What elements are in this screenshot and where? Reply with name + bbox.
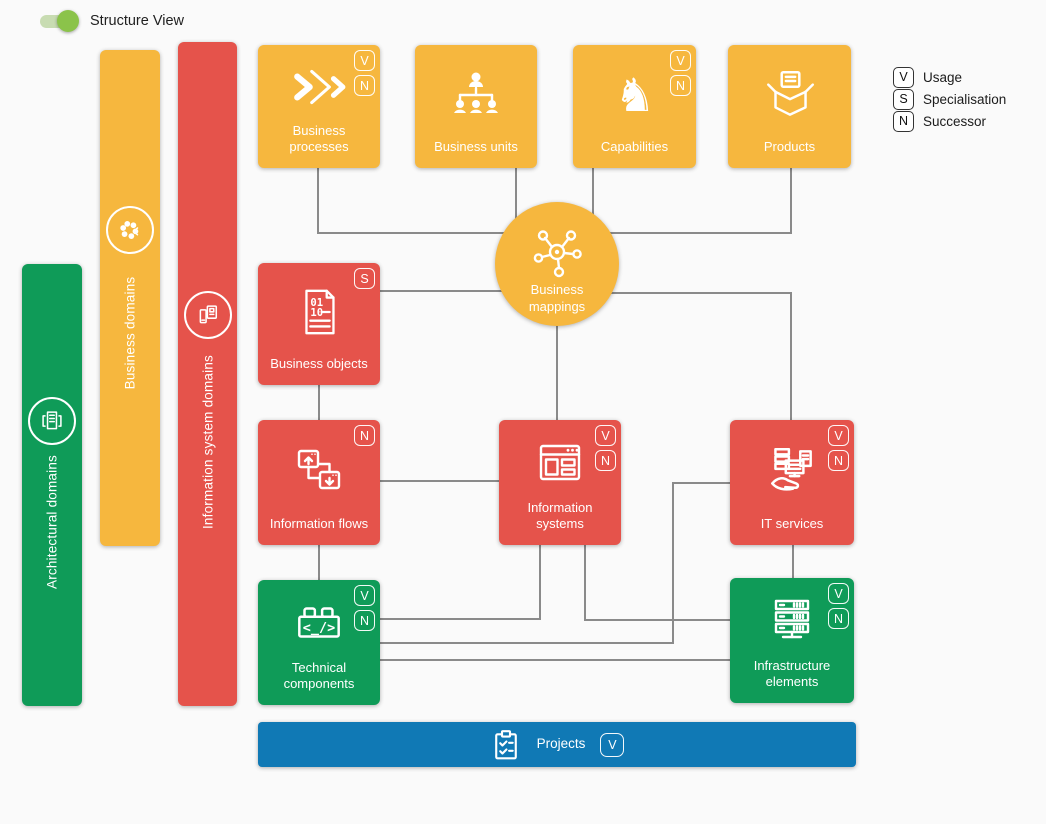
node-label: Capabilities <box>600 138 669 154</box>
badge-n: N <box>828 450 849 471</box>
connector-business_processes-to-business_mappings <box>317 167 505 234</box>
node-label: Infrastructure elements <box>753 657 831 689</box>
badge-n: N <box>828 608 849 629</box>
open-box-icon <box>761 45 819 139</box>
node-projects[interactable]: Projects V <box>258 722 856 767</box>
badge-group: N <box>354 425 375 446</box>
org-chart-icon <box>448 45 504 139</box>
legend-row-successor: N Successor <box>893 110 1006 132</box>
node-business-objects[interactable]: S 01 10 Business objects <box>258 263 380 385</box>
badge-n: N <box>354 610 375 631</box>
successor-badge-key: N <box>893 110 914 132</box>
chevrons-icon <box>290 45 348 123</box>
bar-information-system-domains[interactable]: Information system domains <box>178 42 237 706</box>
structure-view-toggle-knob[interactable] <box>57 10 79 32</box>
connector-information_systems-to-infrastructure_elements <box>584 545 730 621</box>
badge-v: V <box>670 50 691 71</box>
badge-n: N <box>354 425 375 446</box>
svg-text:♞: ♞ <box>614 68 655 122</box>
structure-view-label: Structure View <box>90 13 185 29</box>
bar-label: Architectural domains <box>44 454 60 590</box>
node-products[interactable]: Products <box>728 45 851 168</box>
usage-badge-key: V <box>893 66 914 88</box>
specialisation-badge-key: S <box>893 88 914 110</box>
legend: V Usage S Specialisation N Successor <box>893 66 1006 132</box>
node-label: Projects <box>536 736 586 752</box>
bar-architectural-domains[interactable]: Architectural domains <box>22 264 82 706</box>
badge-v: V <box>595 425 616 446</box>
connector-business_mappings-to-it_services <box>610 292 792 420</box>
brick-code-icon: <_/> <box>290 580 348 660</box>
node-label: Information systems <box>527 499 593 531</box>
svg-text:01: 01 <box>310 298 323 310</box>
flower-icon <box>106 206 154 254</box>
connector-information_systems-to-technical_components <box>380 545 541 620</box>
node-label: Business processes <box>289 122 349 154</box>
bar-label: Information system domains <box>200 354 215 530</box>
windows-arrows-icon <box>291 420 347 516</box>
badge-n: N <box>595 450 616 471</box>
node-label: Business objects <box>270 355 368 371</box>
node-label: Products <box>763 138 816 154</box>
usage-badge: V <box>600 732 625 757</box>
svg-text:10: 10 <box>310 307 323 319</box>
badge-n: N <box>354 75 375 96</box>
badge-v: V <box>828 425 849 446</box>
node-label: Business mappings <box>528 282 586 314</box>
node-label: Technical components <box>283 659 355 691</box>
bar-business-domains[interactable]: Business domains <box>100 50 160 546</box>
building-icon <box>28 397 76 445</box>
legend-row-specialisation: S Specialisation <box>893 88 1006 110</box>
badge-v: V <box>354 585 375 606</box>
svg-text:<_/>: <_/> <box>303 621 335 636</box>
legend-row-usage: V Usage <box>893 66 1006 88</box>
clipboard-icon <box>490 728 522 762</box>
connector-products-to-business_mappings <box>610 167 792 234</box>
binary-document-icon: 01 10 <box>292 263 346 356</box>
badge-v: V <box>354 50 375 71</box>
server-stack-icon <box>764 578 820 658</box>
legend-label: Usage <box>923 69 963 85</box>
knight-icon: ♞ <box>607 45 663 139</box>
badge-group: S <box>354 268 375 289</box>
service-hand-icon <box>763 420 821 516</box>
devices-icon <box>183 291 232 339</box>
node-label: Business units <box>434 138 518 154</box>
node-label: Information flows <box>269 515 369 531</box>
legend-label: Successor <box>923 113 987 129</box>
hub-icon <box>529 213 585 279</box>
badge-s: S <box>354 268 375 289</box>
bar-label: Business domains <box>122 276 138 390</box>
node-business-units[interactable]: Business units <box>415 45 537 168</box>
browser-icon <box>532 420 588 500</box>
node-information-flows[interactable]: N Information flows <box>258 420 380 545</box>
node-business-mappings[interactable]: Business mappings <box>495 202 619 326</box>
node-label: IT services <box>760 515 824 531</box>
badge-n: N <box>670 75 691 96</box>
connector-it_services-to-technical_components <box>380 482 730 644</box>
badge-v: V <box>828 583 849 604</box>
legend-label: Specialisation <box>923 91 1007 107</box>
